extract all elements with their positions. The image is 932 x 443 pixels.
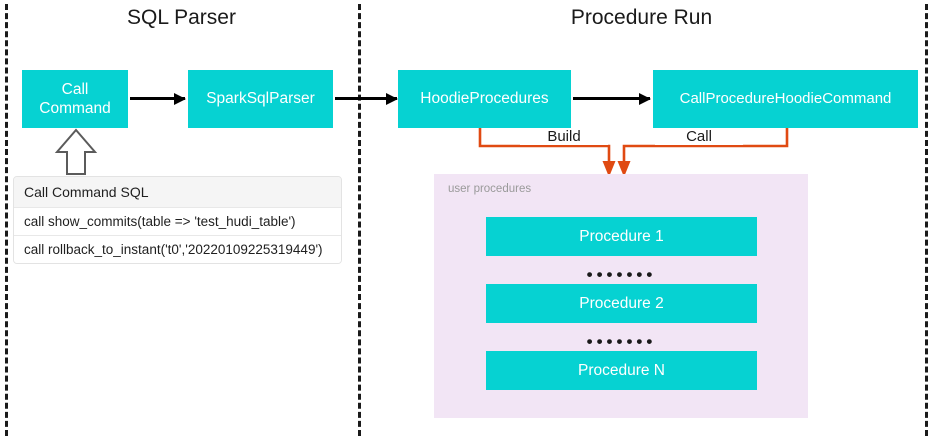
edge-label-call: Call xyxy=(655,128,743,145)
node-call-procedure-hoodie-command[interactable]: CallProcedureHoodieCommand xyxy=(653,70,918,128)
divider-right xyxy=(925,4,928,436)
ellipsis-separator: ••••••• xyxy=(586,332,657,351)
node-call-command-line2: Command xyxy=(39,100,111,117)
arrow-call-command-to-spark-sql-parser xyxy=(130,92,186,105)
node-procedure-n[interactable]: Procedure N xyxy=(486,351,757,390)
user-procedures-panel: user procedures Procedure 1 ••••••• Proc… xyxy=(434,174,808,418)
sql-table-row: call rollback_to_instant('t0','202201092… xyxy=(14,236,341,263)
sql-table-row: call show_commits(table => 'test_hudi_ta… xyxy=(14,208,341,236)
node-spark-sql-parser[interactable]: SparkSqlParser xyxy=(188,70,333,128)
node-procedure-2[interactable]: Procedure 2 xyxy=(486,284,757,323)
user-procedures-label: user procedures xyxy=(448,183,532,195)
divider-left xyxy=(5,4,8,436)
node-procedure-1[interactable]: Procedure 1 xyxy=(486,217,757,256)
section-title-procedure-run: Procedure Run xyxy=(570,6,713,29)
edge-label-build: Build xyxy=(520,128,608,145)
arrow-hoodie-procedures-to-call-procedure-hoodie-command xyxy=(573,92,651,105)
node-hoodie-procedures[interactable]: HoodieProcedures xyxy=(398,70,571,128)
divider-middle xyxy=(358,4,361,436)
call-command-sql-table: Call Command SQL call show_commits(table… xyxy=(13,176,342,264)
node-call-command[interactable]: Call Command xyxy=(22,70,128,128)
node-call-command-line1: Call xyxy=(61,80,89,98)
ellipsis-separator: ••••••• xyxy=(586,265,657,284)
sql-table-header: Call Command SQL xyxy=(14,177,341,208)
arrow-spark-sql-parser-to-hoodie-procedures xyxy=(335,92,398,105)
section-title-sql-parser: SQL Parser xyxy=(127,6,236,29)
block-up-arrow-icon xyxy=(54,128,98,176)
